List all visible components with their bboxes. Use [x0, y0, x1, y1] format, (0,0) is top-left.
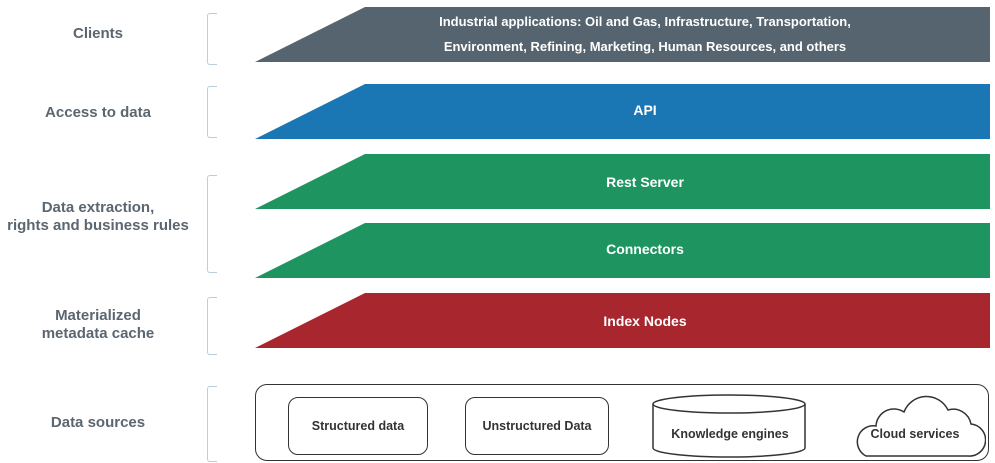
clients-layer-shape: [255, 7, 990, 62]
cloud-icon: [856, 395, 986, 457]
tier-bracket-access: [207, 86, 217, 138]
database-cylinder-icon: [652, 394, 806, 458]
tier-label-data-extraction: Data extraction, rights and business rul…: [7, 199, 189, 234]
connectors-layer-label: Connectors: [606, 241, 684, 257]
knowledge-engines-label: Knowledge engines: [671, 427, 789, 441]
unstructured-data-box: Unstructured Data: [465, 397, 609, 455]
index-nodes-layer-shape: [255, 293, 990, 348]
api-layer-label: API: [633, 102, 657, 118]
clients-layer-line-2: Environment, Refining, Marketing, Human …: [443, 39, 847, 54]
tier-label-data-sources: Data sources: [50, 414, 146, 431]
tier-label-materialized-cache: Materialized metadata cache: [41, 307, 155, 342]
unstructured-data-label: Unstructured Data: [482, 419, 592, 433]
tier-label-access-to-data: Access to data: [45, 104, 151, 121]
index-nodes-layer-label: Index Nodes: [603, 313, 687, 329]
tier-bracket-extraction: [207, 175, 217, 273]
connectors-layer-shape: [255, 223, 990, 278]
api-layer-shape: [255, 84, 990, 139]
tier-bracket-sources: [207, 386, 217, 462]
clients-layer-line-1: Industrial applications: Oil and Gas, In…: [439, 14, 851, 29]
cloud-services-label: Cloud services: [870, 427, 960, 441]
tier-bracket-cache: [207, 297, 217, 355]
rest-server-layer-shape: [255, 154, 990, 209]
structured-data-label: Structured data: [311, 419, 405, 433]
tier-label-clients: Clients: [72, 25, 123, 42]
tier-bracket-clients: [207, 13, 217, 65]
rest-server-layer-label: Rest Server: [606, 174, 684, 190]
structured-data-box: Structured data: [288, 397, 428, 455]
data-sources-container: [255, 384, 989, 461]
